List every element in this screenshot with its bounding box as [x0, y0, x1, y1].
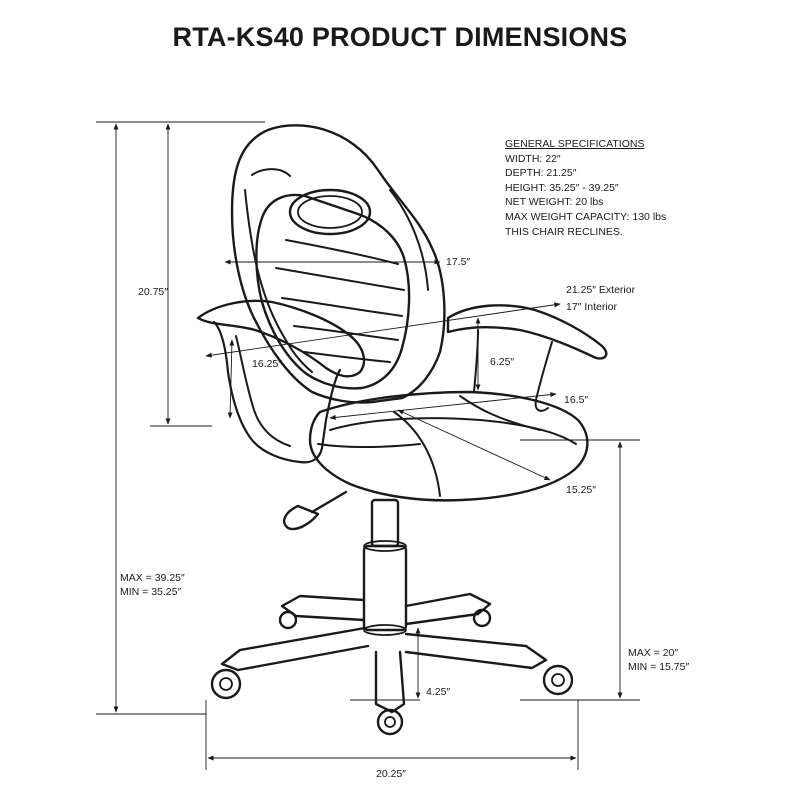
right-armrest — [446, 304, 608, 360]
seat-cushion — [308, 390, 589, 502]
caster-back-right — [472, 608, 492, 628]
label-back-height: 20.75″ — [138, 286, 168, 298]
caster-front — [376, 708, 404, 736]
headrest-opening — [288, 188, 372, 236]
label-seat-width: 16.5″ — [564, 394, 589, 406]
gas-cylinder-sleeve — [362, 544, 408, 632]
label-overall-min: MIN = 35.25″ — [120, 586, 182, 598]
label-overall-max: MAX = 39.25″ — [120, 572, 185, 584]
label-base-width: 20.25″ — [376, 768, 406, 780]
base-leg-back-left — [280, 594, 366, 622]
label-seat-interior: 17″ Interior — [566, 301, 617, 313]
spec-depth: DEPTH: 21.25″ — [505, 167, 577, 180]
diagram-title: RTA-KS40 PRODUCT DIMENSIONS — [172, 22, 628, 52]
label-seat-depth: 15.25″ — [566, 484, 596, 496]
caster-left — [210, 668, 242, 700]
base-leg-left — [220, 626, 370, 672]
dimension-lines — [96, 121, 640, 770]
label-arm-depth: 16.25″ — [252, 358, 282, 370]
chair-outline — [196, 124, 608, 736]
spec-height: HEIGHT: 35.25″ - 39.25″ — [505, 181, 619, 194]
label-seat-exterior: 21.25″ Exterior — [566, 284, 636, 296]
spec-width: WIDTH: 22″ — [505, 152, 561, 165]
label-seat-height-min: MIN = 15.75″ — [628, 661, 690, 673]
gas-cylinder — [370, 498, 400, 548]
base-leg-back-right — [404, 592, 492, 626]
general-specifications: GENERAL SPECIFICATIONS WIDTH: 22″ DEPTH:… — [505, 137, 666, 239]
label-arm-height: 6.25″ — [490, 356, 515, 368]
label-base-height: 4.25″ — [426, 686, 451, 698]
spec-net-weight: NET WEIGHT: 20 lbs — [505, 196, 604, 209]
label-seat-height-max: MAX = 20″ — [628, 647, 679, 659]
base-leg-front — [374, 650, 406, 714]
caster-right — [542, 664, 574, 696]
spec-max-capacity: MAX WEIGHT CAPACITY: 130 lbs — [505, 210, 667, 223]
caster-back-left — [278, 610, 298, 630]
specs-heading: GENERAL SPECIFICATIONS — [505, 138, 645, 150]
label-back-width: 17.5″ — [446, 256, 471, 268]
tilt-lever — [310, 490, 348, 514]
spec-recline: THIS CHAIR RECLINES. — [505, 225, 623, 238]
base-leg-right — [404, 632, 548, 670]
